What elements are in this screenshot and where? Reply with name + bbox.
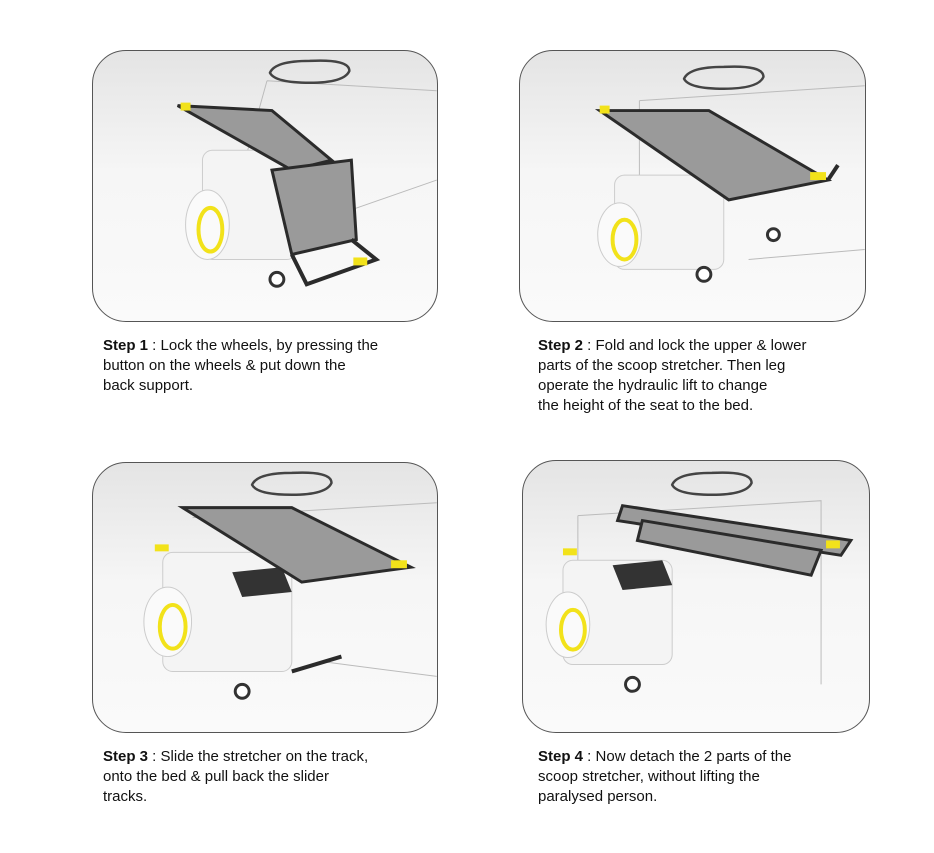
step-4-caption: Step 4 : Now detach the 2 parts of the s… [538,748,792,805]
step-3-image [92,462,438,733]
step-label: Step 1 [103,337,149,354]
step-4-image [522,460,870,733]
stretcher-chair-illustration [594,65,865,283]
stretcher-chair-illustration [545,471,854,693]
stretcher-chair-illustration [176,59,437,288]
step-1-caption: Step 1 : Lock the wheels, by pressing th… [103,337,379,394]
step-2-image [519,50,866,322]
step-label: Step 4 [538,748,584,765]
step-label: Step 3 [103,748,149,765]
step-2-caption: Step 2 : Fold and lock the upper & lower… [538,337,807,414]
stretcher-chair-illustration [143,471,437,700]
step-3-caption: Step 3 : Slide the stretcher on the trac… [103,748,369,805]
step-label: Step 2 [538,337,584,354]
step-1-image [92,50,438,322]
